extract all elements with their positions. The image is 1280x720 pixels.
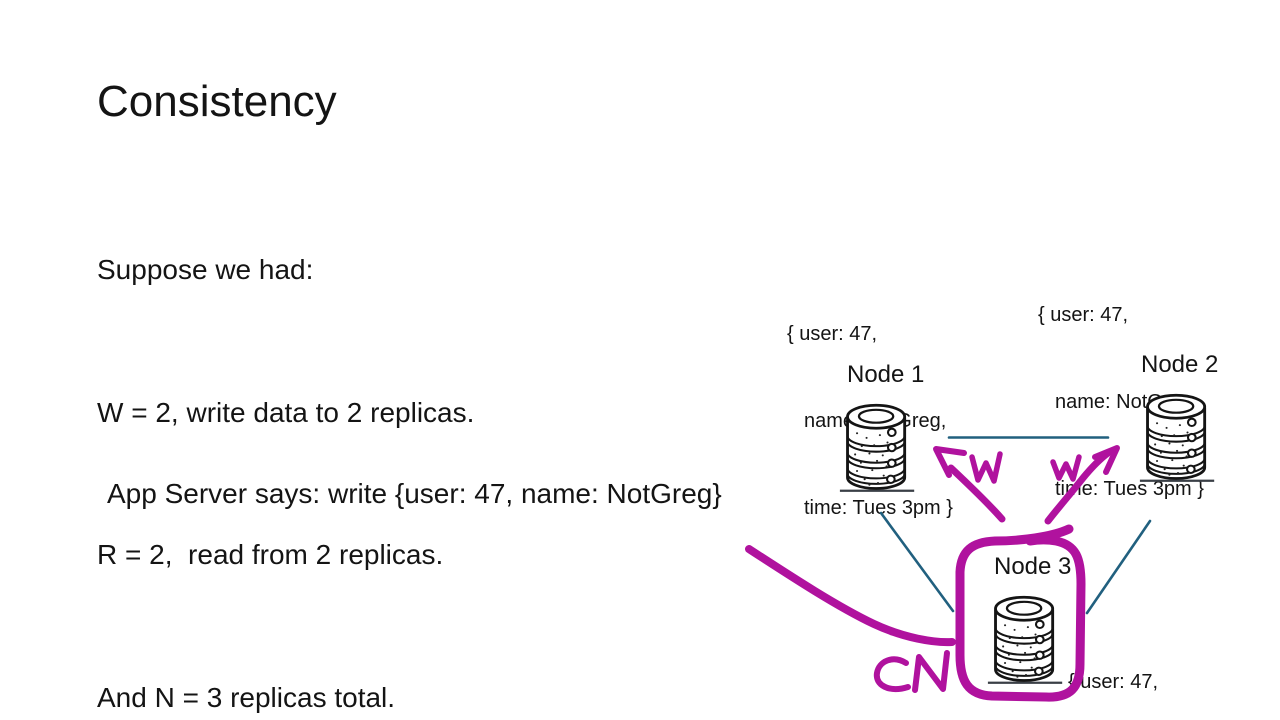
record-line: time: Tues 3pm }: [804, 497, 953, 519]
handwritten-cn-label: [873, 650, 950, 693]
body-text: Suppose we had: W = 2, write data to 2 r…: [97, 151, 474, 720]
cn-letter-c: [873, 656, 911, 693]
body-line-r: R = 2, read from 2 replicas.: [97, 539, 444, 570]
node2-record: { user: 47, name: NotGreg, time: Tues 3p…: [1038, 243, 1204, 562]
handwritten-w-left-label: [969, 451, 1003, 484]
record-line: { user: 47,: [1038, 304, 1129, 326]
node3-label: Node 3: [994, 553, 1072, 580]
record-line: { user: 47,: [787, 323, 878, 345]
body-line-suppose: Suppose we had:: [97, 254, 314, 285]
app-server-text: App Server says: write {user: 47, name: …: [107, 478, 722, 509]
node1-label: Node 1: [847, 361, 925, 388]
body-line-n: And N = 3 replicas total.: [97, 681, 396, 713]
write-arrow-node1-shaft: [947, 464, 1006, 523]
node1-database-icon: [838, 402, 918, 494]
record-line: { user: 47,: [1068, 671, 1159, 693]
body-line-w: W = 2, write data to 2 replicas.: [97, 396, 475, 428]
node3-database-icon: [986, 594, 1066, 686]
node2-label: Node 2: [1141, 351, 1219, 378]
cn-letter-n: [912, 650, 950, 693]
node3-record: { user: 47, name: Greg, time: Mon 1pm }: [1068, 610, 1230, 720]
node2-database-icon: [1138, 392, 1218, 484]
slide-title: Consistency: [97, 77, 337, 126]
